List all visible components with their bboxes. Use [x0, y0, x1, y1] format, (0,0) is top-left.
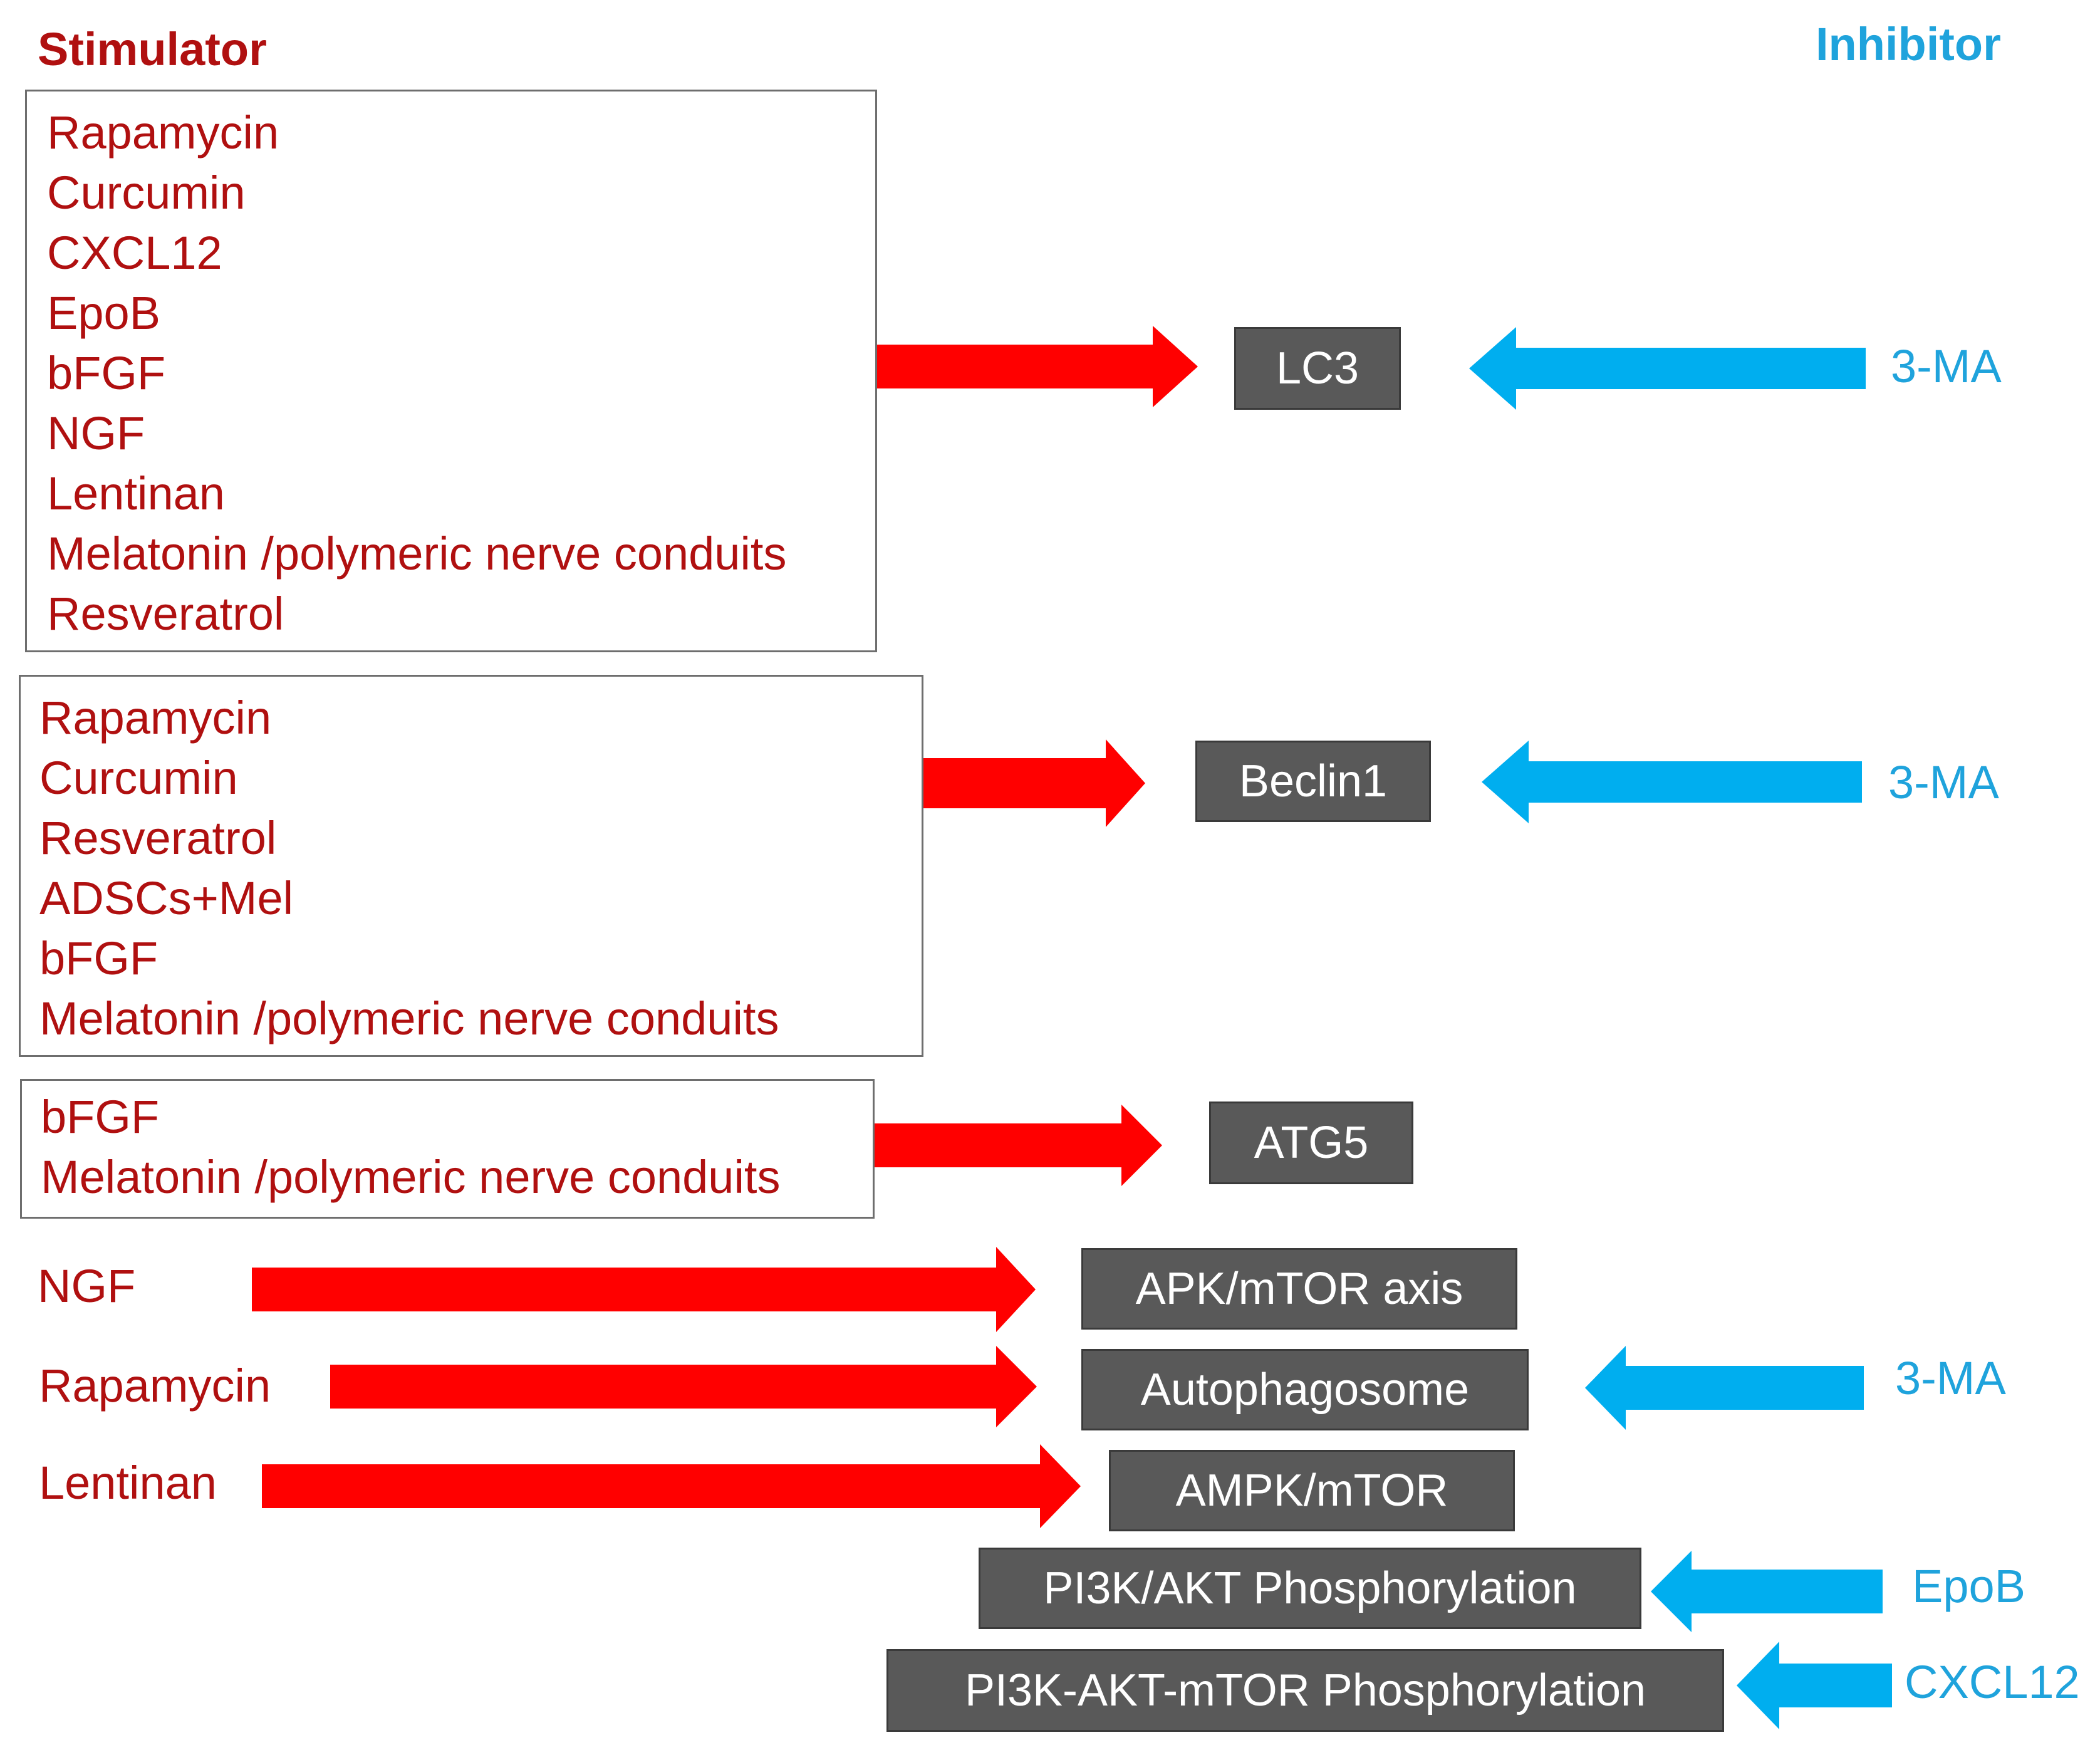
stimulator-header: Stimulator: [38, 23, 267, 75]
target-atg5: ATG5: [1209, 1102, 1413, 1184]
stimulator-item: CXCL12: [47, 227, 222, 279]
inhibitor-label-pi3k-akt-mtor: CXCL12: [1905, 1656, 2080, 1708]
stimulator-box-lc3: Rapamycin Curcumin CXCL12 EpoB bFGF NGF …: [25, 90, 877, 652]
target-ampk-mtor: AMPK/mTOR: [1109, 1450, 1515, 1531]
inhibitor-label-lc3: 3-MA: [1891, 340, 2002, 392]
stimulator-item: NGF: [47, 407, 145, 459]
stimulator-box-atg5: bFGF Melatonin /polymeric nerve conduits: [20, 1079, 875, 1219]
stimulator-item: Melatonin /polymeric nerve conduits: [47, 528, 787, 580]
stimulator-item: Resveratrol: [39, 812, 277, 864]
stimulator-arrow-apk: [252, 1247, 1036, 1332]
target-pi3k-akt-mtor-phosphorylation: PI3K-AKT-mTOR Phosphorylation: [886, 1649, 1724, 1732]
inhibitor-label-pi3k-akt: EpoB: [1912, 1560, 2026, 1612]
target-beclin1: Beclin1: [1195, 741, 1431, 822]
target-pi3k-akt-phosphorylation: PI3K/AKT Phosphorylation: [979, 1548, 1641, 1629]
stimulator-label-autophagosome: Rapamycin: [39, 1360, 271, 1412]
inhibitor-arrow-pi3k-akt-mtor: [1737, 1642, 1892, 1729]
stimulator-item: Curcumin: [39, 752, 238, 804]
inhibitor-label-autophagosome: 3-MA: [1895, 1352, 2006, 1404]
stimulator-arrow-lc3: [877, 326, 1198, 407]
stimulator-item: Melatonin /polymeric nerve conduits: [39, 992, 779, 1044]
stimulator-item: Curcumin: [47, 167, 246, 219]
stimulator-label-apk: NGF: [38, 1260, 136, 1312]
stimulator-item: ADSCs+Mel: [39, 872, 294, 924]
stimulator-item: Rapamycin: [47, 107, 279, 159]
target-lc3: LC3: [1234, 327, 1401, 410]
stimulator-arrow-atg5: [874, 1105, 1162, 1186]
stimulator-item: EpoB: [47, 287, 161, 339]
stimulator-item: Rapamycin: [39, 692, 272, 744]
stimulator-arrow-ampk: [262, 1444, 1081, 1528]
target-autophagosome: Autophagosome: [1081, 1349, 1529, 1430]
stimulator-label-ampk: Lentinan: [39, 1457, 217, 1509]
inhibitor-header: Inhibitor: [1816, 18, 2001, 70]
stimulator-item: Lentinan: [47, 467, 225, 519]
stimulator-item: bFGF: [39, 932, 159, 984]
stimulator-box-beclin1: Rapamycin Curcumin Resveratrol ADSCs+Mel…: [19, 675, 923, 1057]
inhibitor-arrow-lc3: [1469, 327, 1866, 410]
stimulator-arrow-autophagosome: [330, 1346, 1037, 1427]
inhibitor-arrow-beclin1: [1482, 741, 1862, 823]
stimulator-item: bFGF: [47, 347, 166, 399]
stimulator-item: Resveratrol: [47, 588, 284, 640]
inhibitor-arrow-autophagosome: [1585, 1346, 1864, 1430]
target-apk-mtor-axis: APK/mTOR axis: [1081, 1248, 1517, 1330]
stimulator-item: bFGF: [41, 1091, 160, 1143]
inhibitor-label-beclin1: 3-MA: [1888, 756, 1999, 808]
inhibitor-arrow-pi3k-akt: [1651, 1551, 1883, 1632]
stimulator-item: Melatonin /polymeric nerve conduits: [41, 1151, 781, 1203]
stimulator-arrow-beclin1: [921, 739, 1145, 827]
